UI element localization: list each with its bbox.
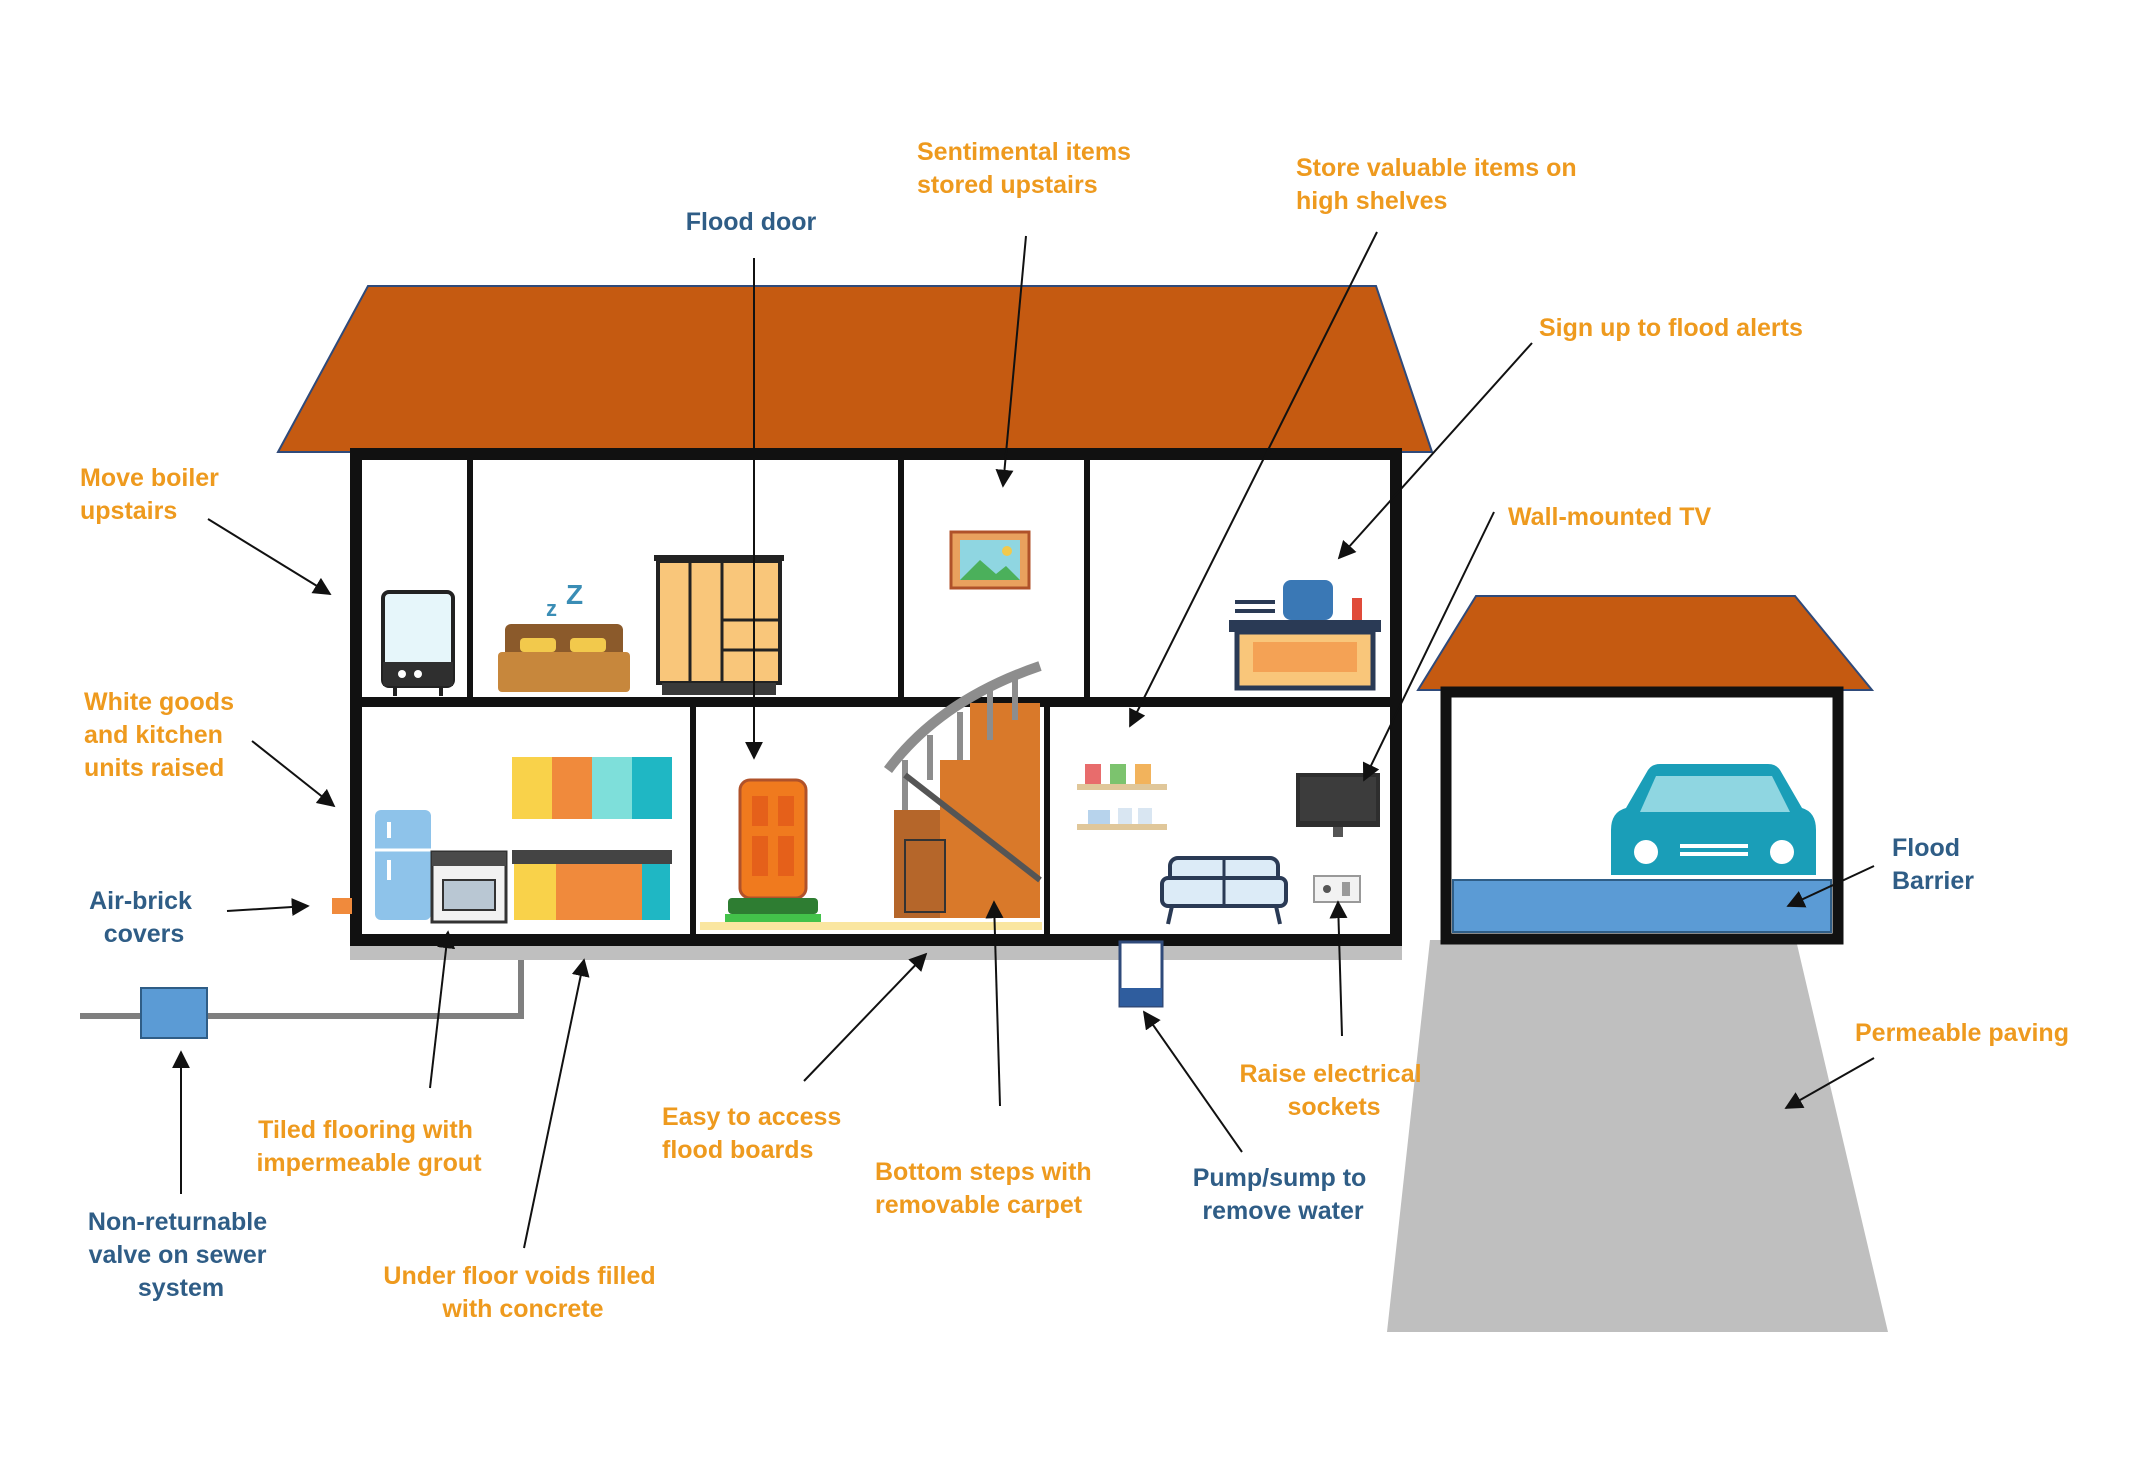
label-sentimental-line-1: Sentimental items (917, 138, 1131, 166)
sofa-icon (1160, 856, 1288, 925)
label-tiled-line-1: Tiled flooring with (258, 1116, 473, 1144)
boiler-icon (381, 590, 455, 696)
shelves-icon (1077, 764, 1167, 830)
picture-frame-icon (949, 530, 1031, 590)
valve-icon (140, 987, 208, 1039)
label-white-goods: White goods and kitchen units raised (84, 688, 241, 782)
label-move-boiler-line-2: upstairs (80, 497, 177, 525)
garage-roof (1416, 595, 1875, 691)
label-easy-access-line-2: flood boards (662, 1136, 813, 1164)
label-white-goods-line-1: White goods (84, 688, 234, 716)
label-move-boiler: Move boiler upstairs (80, 464, 226, 525)
label-sentimental-items: Sentimental items stored upstairs (917, 138, 1138, 199)
label-tiled-flooring: Tiled flooring with impermeable grout (256, 1116, 482, 1177)
label-pump-line-2: remove water (1202, 1197, 1363, 1225)
air-brick-icon (332, 898, 352, 914)
label-air-brick-line-2: covers (104, 920, 185, 948)
label-non-return-line-3: system (138, 1274, 224, 1302)
label-wall-mounted-tv: Wall-mounted TV (1508, 503, 1712, 531)
label-easy-access-line-1: Easy to access (662, 1103, 841, 1131)
label-raise-sockets-line-1: Raise electrical (1239, 1060, 1421, 1088)
label-sentimental-line-2: stored upstairs (917, 171, 1098, 199)
label-bottom-steps-line-1: Bottom steps with (875, 1158, 1092, 1186)
label-raise-sockets-line-2: sockets (1287, 1093, 1380, 1121)
svg-text:Z: Z (566, 579, 583, 610)
label-store-valuable-line-1: Store valuable items on (1296, 154, 1577, 182)
label-sign-up-line-1: Sign up to flood alerts (1539, 314, 1803, 342)
label-bottom-steps: Bottom steps with removable carpet (875, 1158, 1099, 1219)
label-white-goods-line-2: and kitchen (84, 721, 223, 749)
label-flood-barrier: Flood Barrier (1892, 834, 1974, 895)
floorboards (700, 922, 1042, 930)
pump-icon (1118, 940, 1164, 1008)
label-pump-sump: Pump/sump to remove water (1193, 1164, 1374, 1225)
label-permeable-line-1: Permeable paving (1855, 1019, 2069, 1047)
label-flood-barrier-line-2: Barrier (1892, 867, 1974, 895)
bed-icon: z Z (498, 579, 630, 692)
label-move-boiler-line-1: Move boiler (80, 464, 219, 492)
car-icon (1611, 764, 1816, 875)
flood-barrier-board (1452, 879, 1832, 933)
label-pump-line-1: Pump/sump to (1193, 1164, 1367, 1192)
garage (1387, 595, 1888, 1332)
label-flood-barrier-line-1: Flood (1892, 834, 1960, 862)
desk-icon (1229, 580, 1381, 691)
label-bottom-steps-line-2: removable carpet (875, 1191, 1083, 1219)
house-frame (350, 448, 1402, 946)
house-roof (276, 285, 1434, 453)
fridge-icon (375, 810, 431, 920)
door-icon (725, 778, 821, 924)
label-wall-tv-line-1: Wall-mounted TV (1508, 503, 1712, 531)
label-raise-sockets: Raise electrical sockets (1239, 1060, 1428, 1121)
label-air-brick-line-1: Air-brick (89, 887, 192, 915)
annotation-arrows (172, 231, 1875, 1249)
sewer-pipe (80, 960, 524, 1019)
tv-icon (1296, 773, 1380, 837)
permeable-paving (1387, 940, 1888, 1332)
oven-icon (430, 850, 508, 924)
label-store-valuable: Store valuable items on high shelves (1296, 154, 1584, 215)
label-under-floor-line-2: with concrete (441, 1295, 603, 1323)
label-non-return-line-2: valve on sewer (89, 1241, 267, 1269)
label-sign-up-alerts: Sign up to flood alerts (1539, 314, 1803, 342)
labels: Sentimental items stored upstairs Store … (80, 138, 2069, 1323)
label-store-valuable-line-2: high shelves (1296, 187, 1447, 215)
staircase-icon (883, 661, 1042, 918)
label-air-brick: Air-brick covers (89, 887, 199, 948)
wardrobe-icon (654, 555, 784, 695)
label-under-floor-voids: Under floor voids filled with concrete (383, 1262, 662, 1323)
label-white-goods-line-3: units raised (84, 754, 224, 782)
label-flood-door: Flood door (686, 208, 817, 236)
svg-text:z: z (546, 596, 557, 621)
kitchen-cabinets-icon (512, 757, 672, 920)
label-non-return-valve: Non-returnable valve on sewer system (88, 1208, 274, 1302)
socket-icon (1313, 875, 1361, 903)
label-tiled-line-2: impermeable grout (256, 1149, 482, 1177)
label-permeable-paving: Permeable paving (1855, 1019, 2069, 1047)
label-non-return-line-1: Non-returnable (88, 1208, 267, 1236)
label-easy-access: Easy to access flood boards (662, 1103, 848, 1164)
label-under-floor-line-1: Under floor voids filled (383, 1262, 655, 1290)
label-flood-door-line-1: Flood door (686, 208, 817, 236)
